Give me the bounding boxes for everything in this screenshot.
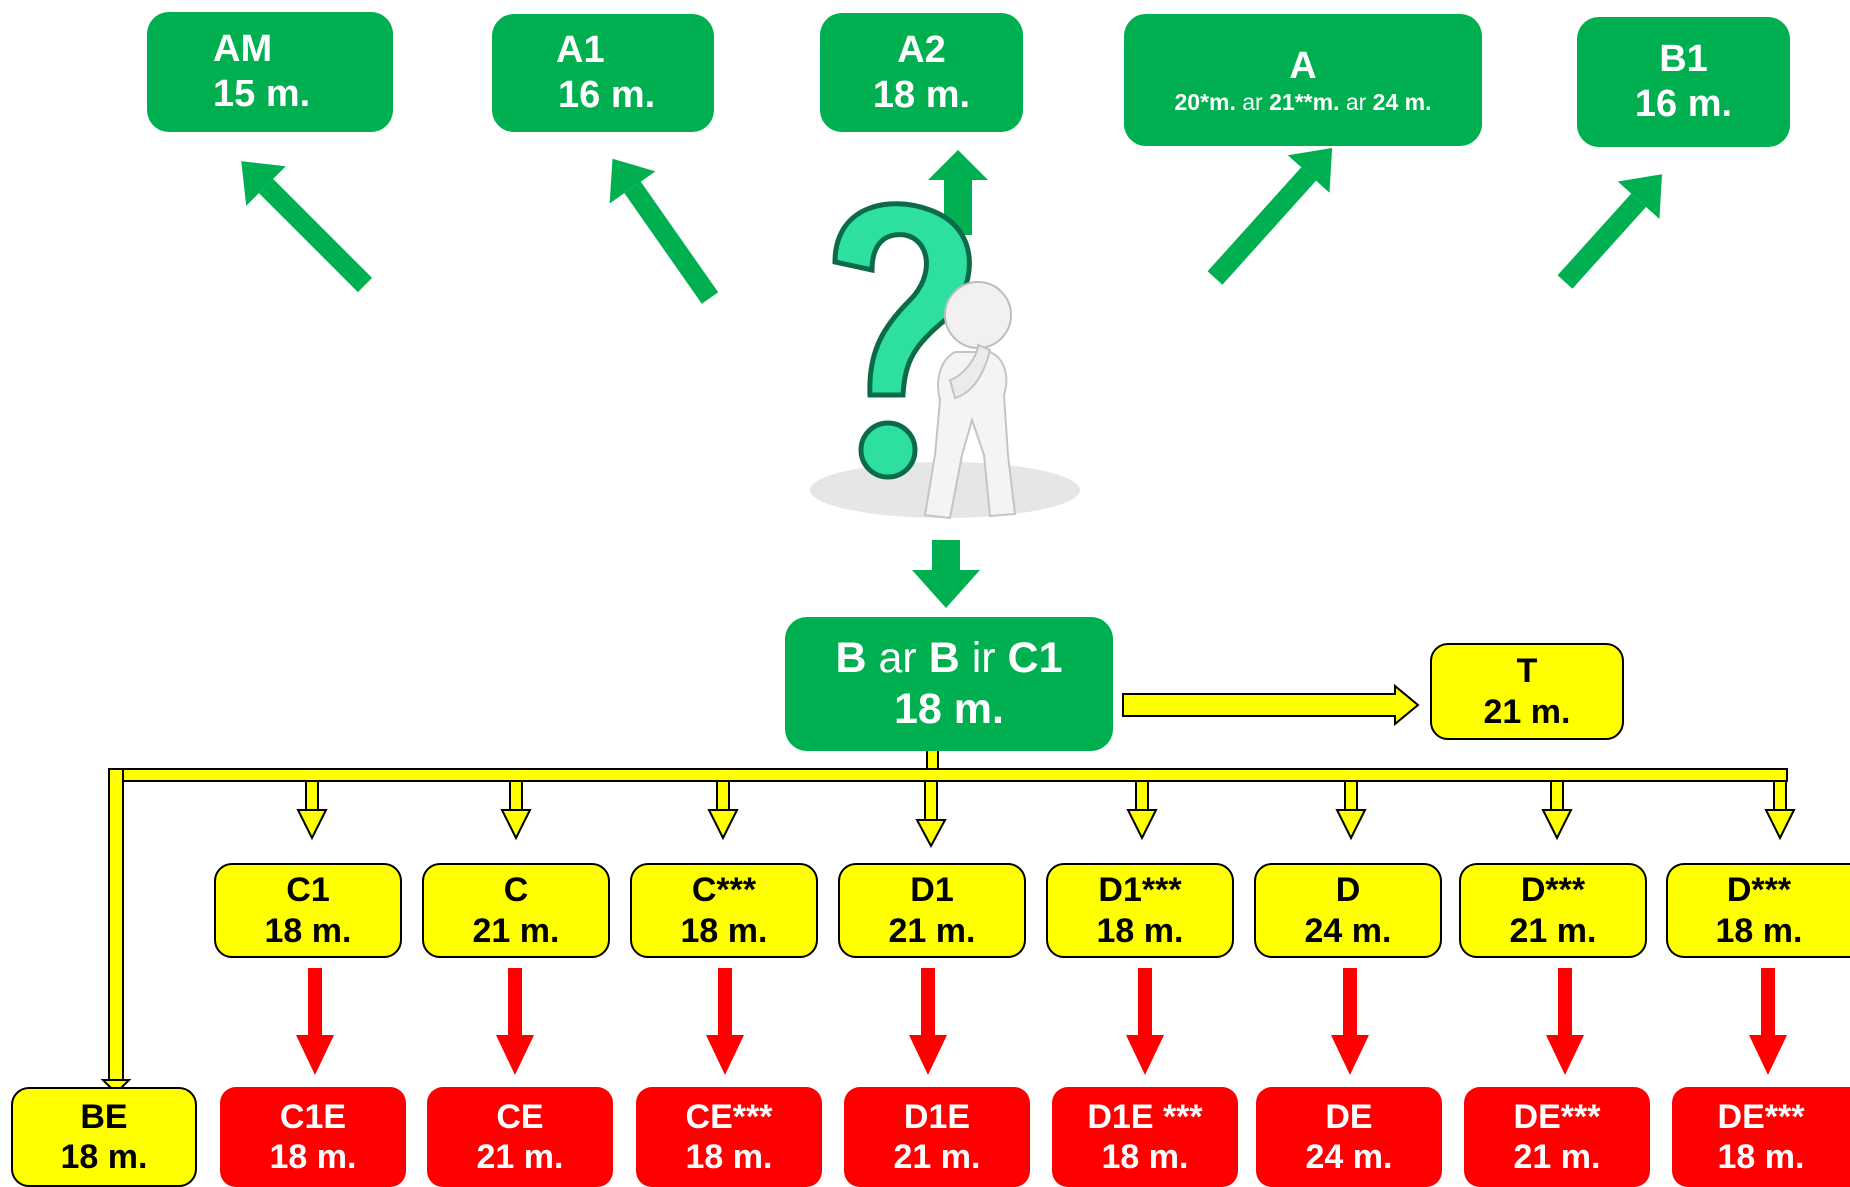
category-code: D1E <box>903 1097 971 1136</box>
category-age: 21 m. <box>1483 692 1571 731</box>
category-age: 21 m. <box>1509 911 1597 950</box>
category-age: 18 m. <box>1096 911 1184 950</box>
category-age: 18 m. <box>1101 1138 1189 1176</box>
category-ce: CE 21 m. <box>427 1087 613 1187</box>
arrow-to-t <box>1122 683 1420 727</box>
category-age: 18 m. <box>680 911 768 950</box>
category-age: 18 m. <box>872 73 971 116</box>
category-d1: D1 21 m. <box>838 863 1026 958</box>
arrow-to-am <box>241 161 373 293</box>
category-code: A2 <box>897 28 946 71</box>
category-code: CE <box>496 1097 544 1136</box>
category-age: 16 m. <box>558 74 656 116</box>
central-age: 18 m. <box>894 685 1004 733</box>
category-age: 15 m. <box>213 73 311 115</box>
category-age: 24 m. <box>1305 1138 1393 1176</box>
category-age: 21 m. <box>476 1138 564 1176</box>
category-d1e: D1E 21 m. <box>844 1087 1030 1187</box>
category-code: D1*** <box>1098 871 1182 910</box>
category-age: 16 m. <box>1634 83 1733 125</box>
category-de: DE 24 m. <box>1256 1087 1442 1187</box>
category-code: A1 <box>556 29 605 72</box>
category-code: D1E *** <box>1087 1097 1203 1136</box>
category-code: D*** <box>1520 871 1586 910</box>
category-age: 21 m. <box>888 911 976 950</box>
category-d: D 24 m. <box>1254 863 1442 958</box>
category-a2: A2 18 m. <box>820 13 1023 132</box>
arrow-to-b1 <box>1557 174 1663 289</box>
category-code: D <box>1335 871 1361 910</box>
category-code: D1 <box>910 871 954 910</box>
arrow-to-a1 <box>609 158 719 304</box>
category-code: C1 <box>286 871 330 910</box>
red-arrows <box>296 968 1787 1075</box>
category-age: 18 m. <box>1717 1138 1805 1176</box>
category-code: C <box>503 871 529 910</box>
category-code: DE*** <box>1717 1097 1805 1136</box>
category-d1e-star: D1E *** 18 m. <box>1052 1087 1238 1187</box>
category-age-options: 20*m. ar 21**m. ar 24 m. <box>1174 88 1432 115</box>
category-code: DE <box>1325 1097 1373 1136</box>
category-de-star-18: DE*** 18 m. <box>1672 1087 1850 1187</box>
arrow-to-central <box>912 540 980 608</box>
category-age: 18 m. <box>264 911 352 950</box>
category-c-star: C*** 18 m. <box>630 863 818 958</box>
arrow-to-a <box>1207 147 1333 285</box>
category-am: AM 15 m. <box>147 12 393 132</box>
category-a1: A1 16 m. <box>492 14 714 132</box>
category-ce-star: CE*** 18 m. <box>636 1087 822 1187</box>
category-de-star-21: DE*** 21 m. <box>1464 1087 1650 1187</box>
category-a: A 20*m. ar 21**m. ar 24 m. <box>1124 14 1482 146</box>
category-code: AM <box>213 28 273 71</box>
category-code: DE*** <box>1513 1097 1601 1136</box>
category-code: B1 <box>1659 38 1708 81</box>
category-age: 18 m. <box>1715 911 1803 950</box>
category-code: BE <box>80 1097 128 1136</box>
category-code: T <box>1516 652 1538 691</box>
category-t: T 21 m. <box>1430 643 1624 740</box>
category-be: BE 18 m. <box>11 1087 197 1187</box>
category-b1: B1 16 m. <box>1577 17 1790 147</box>
category-c1: C1 18 m. <box>214 863 402 958</box>
category-d-star-18: D*** 18 m. <box>1666 863 1850 958</box>
category-b-central: B ar B ir C1 18 m. <box>785 617 1113 751</box>
category-code: C*** <box>691 871 757 910</box>
category-age: 18 m. <box>60 1138 148 1176</box>
yellow-bus <box>100 749 1796 1095</box>
category-age: 18 m. <box>269 1138 357 1176</box>
category-code: D*** <box>1726 871 1792 910</box>
category-d-star-21: D*** 21 m. <box>1459 863 1647 958</box>
category-age: 21 m. <box>893 1138 981 1176</box>
category-code: C1E <box>279 1097 347 1136</box>
central-categories: B ar B ir C1 <box>835 634 1063 683</box>
question-mark-figure-icon <box>810 201 1080 520</box>
category-code: A <box>1289 45 1317 88</box>
category-age: 24 m. <box>1304 911 1392 950</box>
category-age: 18 m. <box>685 1138 773 1176</box>
category-code: CE*** <box>685 1097 773 1136</box>
category-age: 21 m. <box>472 911 560 950</box>
category-c1e: C1E 18 m. <box>220 1087 406 1187</box>
category-d1-star: D1*** 18 m. <box>1046 863 1234 958</box>
category-age: 21 m. <box>1513 1138 1601 1176</box>
category-c: C 21 m. <box>422 863 610 958</box>
